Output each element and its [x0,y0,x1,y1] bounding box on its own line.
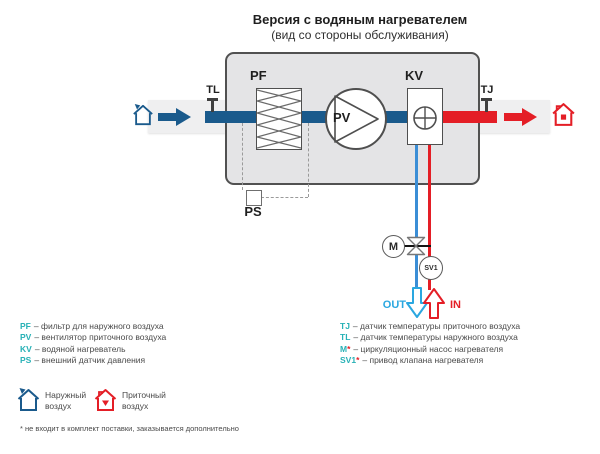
legend-desc: – привод клапана нагревателя [362,355,484,366]
legend-abbr: TL [340,332,351,343]
ps-tap-line-right [308,123,309,197]
ps-tap-line-bottom [261,197,308,198]
page-title: Версия с водяным нагревателем [252,12,468,27]
outdoor-duct [205,111,424,123]
filter-box [254,88,304,150]
legend-right: TJ– датчик температуры приточного воздух… [340,321,520,367]
legend-desc: – фильтр для наружного воздуха [33,321,164,331]
ps-tap-line-left [242,123,243,190]
filter-label: PF [250,68,267,83]
water-in-label: IN [450,299,461,311]
heater-box [407,88,443,145]
legend-star: * [356,355,360,366]
legend-abbr: PF [20,321,31,331]
outdoor-air-legend-label: Наружный воздух [45,390,87,411]
water-out-arrow-icon [406,287,428,318]
filter-zigzag-icon [254,89,304,149]
legend-star: * [347,343,351,354]
pressure-sensor-box [246,190,262,206]
supply-air-legend-label: Приточный воздух [122,390,166,411]
legend-item-kv: KV– водяной нагреватель [20,344,166,355]
footnote: * не входит в комплект поставки, заказыв… [20,424,239,433]
tj-sensor-stem [485,101,488,112]
tl-sensor-label: TL [206,84,220,96]
tj-sensor-icon [481,98,492,101]
legend-item-ps: PS– внешний датчик давления [20,355,166,366]
legend-item-pv: PV– вентилятор приточного воздуха [20,332,166,343]
legend-abbr: PS [20,355,32,366]
water-out-label: OUT [382,299,406,311]
intake-flow-arrow-icon [158,108,191,126]
legend-abbr: PV [20,332,32,343]
tl-sensor-icon [207,98,218,101]
fan-circle [325,88,387,150]
legend-desc: – циркуляционный насос нагревателя [353,343,504,354]
legend-item-tl: TL– датчик температуры наружного воздуха [340,332,520,343]
page-subtitle: (вид со стороны обслуживания) [271,28,449,42]
legend-abbr: KV [20,343,32,354]
valve-actuator-circle: SV1 [419,256,443,280]
tl-sensor-stem [211,101,214,112]
legend-abbr: TJ [340,321,350,331]
legend-item-pf: PF– фильтр для наружного воздуха [20,321,166,332]
water-feed-pipe [428,142,431,290]
tj-sensor-label: TJ [480,84,494,96]
legend-item-m: M*– циркуляционный насос нагревателя [340,344,520,355]
legend-item-sv1: SV1*– привод клапана нагревателя [340,355,520,366]
legend-item-tj: TJ– датчик температуры приточного воздух… [340,321,520,332]
fan-label: PV [333,110,351,125]
water-return-pipe [415,142,418,290]
legend-abbr: M [340,343,348,354]
heater-label: KV [405,68,424,83]
legend-desc: – внешний датчик давления [34,355,146,366]
fan-impeller-icon [334,95,379,143]
legend-left: PF– фильтр для наружного воздуха PV– вен… [20,321,166,367]
pressure-sensor-label: PS [244,204,262,219]
supply-flow-arrow-icon [504,108,537,126]
legend-desc: – вентилятор приточного воздуха [34,332,167,343]
outdoor-house-icon [133,104,153,126]
supply-house-icon [552,103,575,126]
water-in-arrow-icon [423,288,445,319]
pump-circle: M [382,235,405,258]
legend-desc: – датчик температуры приточного воздуха [352,321,521,331]
legend-desc: – датчик температуры наружного воздуха [353,332,518,343]
heater-coil-icon [413,106,437,130]
legend-abbr: SV1 [340,355,357,366]
supply-air-legend-icon [94,389,117,411]
legend-desc: – водяной нагреватель [34,343,126,354]
valve-icon [406,236,426,256]
outdoor-air-legend-icon [17,388,40,411]
